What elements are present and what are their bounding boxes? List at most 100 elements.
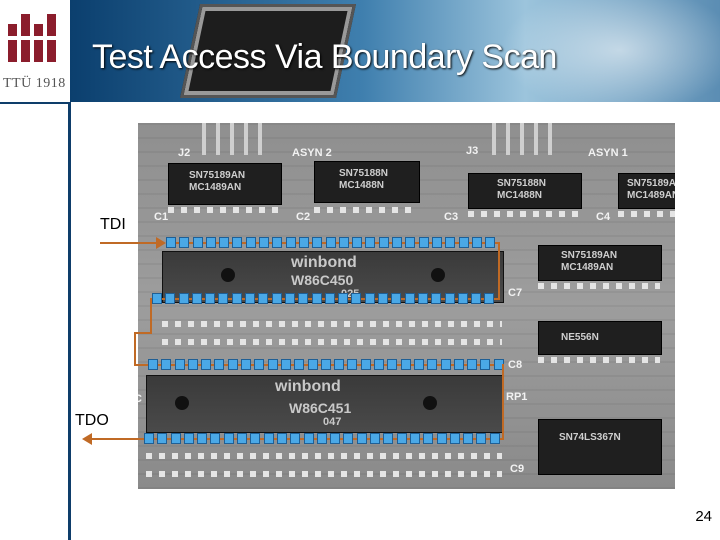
scan-cell (400, 359, 411, 370)
scan-cell (290, 433, 301, 444)
scan-cell (219, 237, 230, 248)
scan-cells-row1 (166, 237, 498, 248)
header-divider (0, 102, 70, 104)
ic-u2: SN75188N MC1488N (314, 161, 420, 203)
scan-cells-row3 (148, 359, 507, 370)
scan-cell (174, 359, 185, 370)
scan-cell (383, 433, 394, 444)
scan-cell (330, 433, 341, 444)
header-pins-j3 (492, 123, 562, 155)
header-pins-j2 (202, 123, 272, 155)
scan-cell (457, 293, 468, 304)
page-number: 24 (695, 508, 712, 525)
scan-cell (227, 359, 238, 370)
silk-c9: C9 (510, 463, 525, 475)
silk-asyn1: ASYN 1 (588, 147, 628, 159)
silk-c7: C7 (508, 287, 523, 299)
university-logo: TTÜ 1918 (0, 0, 70, 102)
scan-cell (471, 293, 482, 304)
circuit-board-photo: J2 ASYN 2 J3 ASYN 1 C1 C2 C3 C4 C7 C8 RP… (138, 123, 675, 489)
silk-c3: C3 (444, 211, 459, 223)
scan-cell (351, 293, 362, 304)
scan-cell (166, 237, 176, 248)
scan-cell (285, 237, 296, 248)
scan-cell (484, 293, 495, 304)
scan-cell (423, 433, 434, 444)
scan-cell (179, 237, 190, 248)
tdi-label: TDI (100, 216, 126, 233)
scan-cell (183, 433, 194, 444)
ic-w86c451: winbond W86C451 047 (146, 375, 504, 433)
scan-cell (152, 293, 162, 304)
scan-cell (352, 237, 363, 248)
silk-c2: C2 (296, 211, 311, 223)
scan-path-link1 (498, 242, 500, 299)
silk-j2: J2 (178, 147, 191, 159)
scan-path-link4 (502, 364, 504, 438)
scan-cell (241, 359, 252, 370)
scan-cell (280, 359, 291, 370)
scan-cell (356, 433, 367, 444)
tdi-arrowhead (156, 237, 166, 249)
scan-cell (324, 293, 335, 304)
scan-cell (436, 433, 447, 444)
scan-cell (471, 237, 482, 248)
scan-cell (467, 359, 478, 370)
tdi-arrow-shaft (100, 242, 158, 244)
scan-path-row3 (134, 364, 504, 366)
ic-u4: SN75189AN MC1489AN (618, 173, 675, 209)
scan-cell (404, 293, 415, 304)
scan-cell (165, 293, 176, 304)
silk-asyn2: ASYN 2 (292, 147, 332, 159)
scan-cell (347, 359, 358, 370)
scan-cell (417, 293, 428, 304)
scan-cell (187, 359, 198, 370)
scan-cell (444, 293, 455, 304)
scan-cell (396, 433, 407, 444)
scan-cell (237, 433, 248, 444)
silk-c1: C1 (154, 211, 169, 223)
scan-cell (205, 293, 216, 304)
logo-text: TTÜ 1918 (3, 76, 66, 91)
logo-mark (8, 14, 62, 62)
scan-cell (307, 359, 318, 370)
scan-cell (245, 293, 256, 304)
scan-cell (263, 433, 274, 444)
scan-cell (445, 237, 456, 248)
scan-cell (259, 237, 270, 248)
silk-c8: C8 (508, 359, 523, 371)
scan-cell (480, 359, 491, 370)
ic-u1: SN75189AN MC1489AN (168, 163, 282, 205)
scan-cell (254, 359, 265, 370)
scan-cell (476, 433, 487, 444)
silk-c4: C4 (596, 211, 611, 223)
scan-cells-row2 (152, 293, 498, 304)
scan-cell (298, 237, 309, 248)
scan-cell (370, 433, 381, 444)
scan-cell (258, 293, 269, 304)
silk-j3: J3 (466, 145, 479, 157)
scan-cell (387, 359, 398, 370)
scan-cell (267, 359, 278, 370)
scan-cell (343, 433, 354, 444)
scan-cell (232, 237, 243, 248)
scan-path-link3b (134, 332, 152, 334)
scan-cell (201, 359, 212, 370)
scan-cell (197, 433, 208, 444)
scan-cell (148, 359, 158, 370)
scan-cell (320, 359, 331, 370)
scan-cell (214, 359, 225, 370)
scan-cell (391, 293, 402, 304)
scan-cell (271, 293, 282, 304)
tdo-arrowhead (82, 433, 92, 445)
ic-u5: SN75189AN MC1489AN (538, 245, 662, 281)
slide-title: Test Access Via Boundary Scan (92, 38, 557, 76)
scan-cell (431, 293, 442, 304)
scan-cell (338, 293, 349, 304)
scan-cell (223, 433, 234, 444)
scan-cell (170, 433, 181, 444)
scan-cell (378, 293, 389, 304)
scan-cell (360, 359, 371, 370)
ic-u7: SN74LS367N (538, 419, 662, 475)
scan-cell (178, 293, 189, 304)
